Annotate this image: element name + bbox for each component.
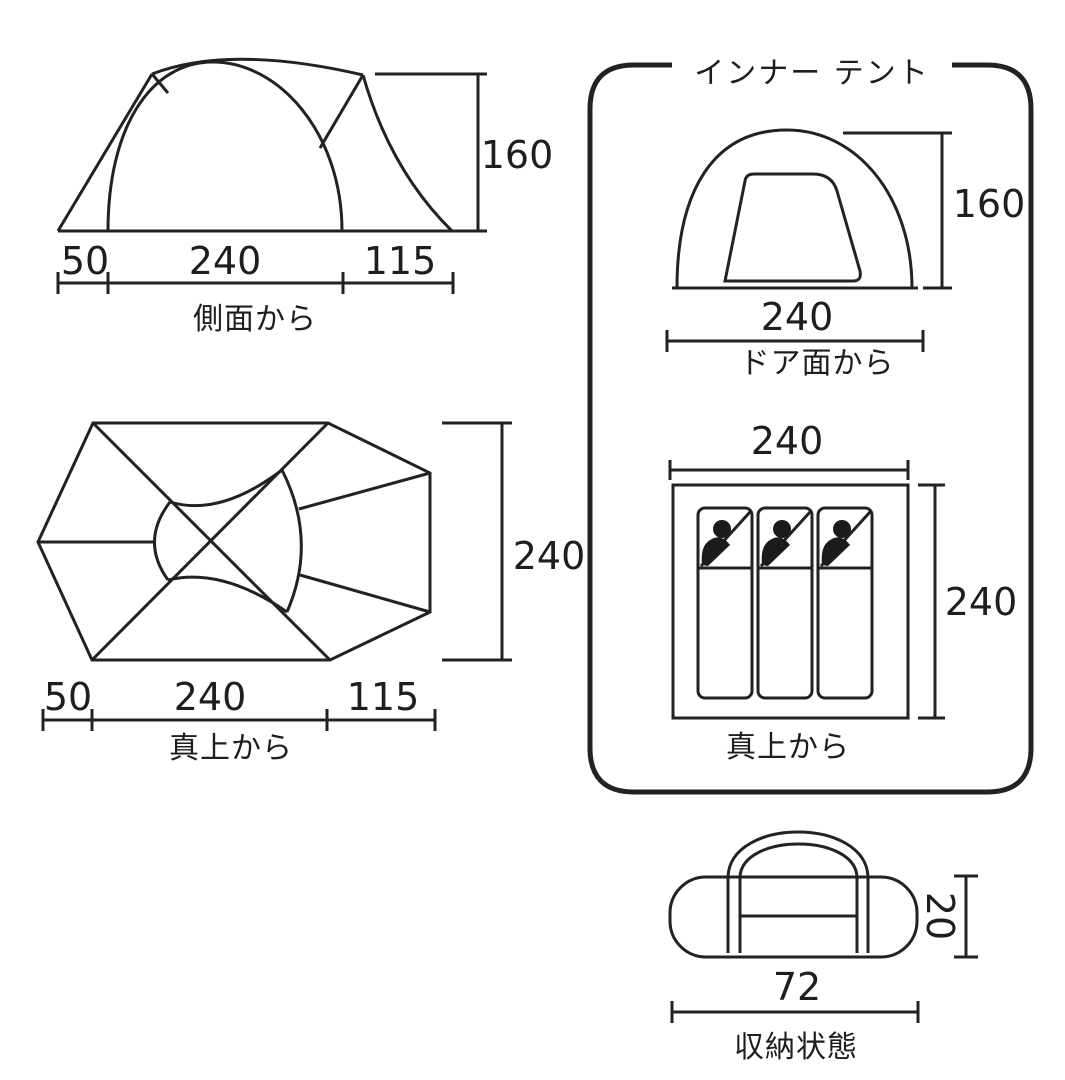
- ridge-line: [151, 57, 364, 77]
- top-view-caption: 真上から: [169, 731, 293, 766]
- door-width-label: 240: [760, 295, 834, 339]
- dome-arc: [675, 128, 914, 289]
- side-height-label: 160: [480, 133, 554, 177]
- storage-dimensions: [670, 874, 978, 1023]
- left-brace: [150, 73, 170, 94]
- storage-width-label: 72: [772, 965, 822, 1009]
- side-view-caption: 側面から: [193, 302, 317, 337]
- side-view-dimensions: [56, 72, 487, 294]
- bag-body: [668, 875, 919, 959]
- side-width-label-50: 50: [60, 239, 110, 283]
- side-view-drawing: [56, 57, 487, 233]
- top-width-label-240: 240: [173, 675, 247, 719]
- inner-top-depth-label: 240: [944, 580, 1018, 624]
- center-top-arc: [169, 468, 283, 508]
- door-view-caption: ドア面から: [739, 346, 895, 381]
- top-width-label-50: 50: [43, 675, 93, 719]
- inner-top-width-label: 240: [750, 419, 824, 463]
- handle-outer: [726, 830, 870, 878]
- top-view-drawing: [36, 421, 432, 662]
- sleeping-bag-icon: [696, 506, 754, 700]
- person-head: [713, 520, 731, 538]
- lower-connector: [299, 573, 431, 614]
- inner-back-arc: [280, 469, 303, 613]
- inner-top-view-caption: 真上から: [726, 730, 850, 765]
- inner-top-view-drawing: [668, 460, 945, 720]
- center-bottom-arc: [167, 575, 288, 614]
- door-height-label: 160: [952, 182, 1026, 226]
- footprint-outline: [36, 421, 432, 662]
- storage-height-label: 20: [918, 891, 962, 941]
- door-view-dimensions: [665, 131, 952, 352]
- top-width-label-115: 115: [346, 675, 420, 719]
- floor-outline: [671, 483, 910, 720]
- center-left-arc: [153, 501, 172, 581]
- awning-edge: [361, 74, 454, 233]
- inner-tent-title: インナー テント: [684, 59, 940, 89]
- storage-bag-drawing: [668, 830, 919, 959]
- door-outline: [723, 172, 862, 283]
- handle-inner: [738, 842, 859, 878]
- inner-tent-panel-border: [587, 62, 1034, 795]
- top-view-dimensions: [41, 421, 512, 731]
- top-depth-label: 240: [512, 534, 586, 578]
- right-brace: [318, 74, 365, 149]
- left-fly-edge: [56, 73, 154, 232]
- rounded-border: [587, 62, 1034, 795]
- door-view-drawing: [672, 128, 918, 290]
- side-width-label-115: 115: [363, 239, 437, 283]
- upper-connector: [298, 471, 431, 511]
- dome-arc: [106, 60, 344, 232]
- diagonal-pole-2: [90, 421, 330, 662]
- person-torso: [701, 537, 730, 566]
- storage-caption: 収納状態: [734, 1030, 858, 1065]
- side-width-label-240: 240: [188, 239, 262, 283]
